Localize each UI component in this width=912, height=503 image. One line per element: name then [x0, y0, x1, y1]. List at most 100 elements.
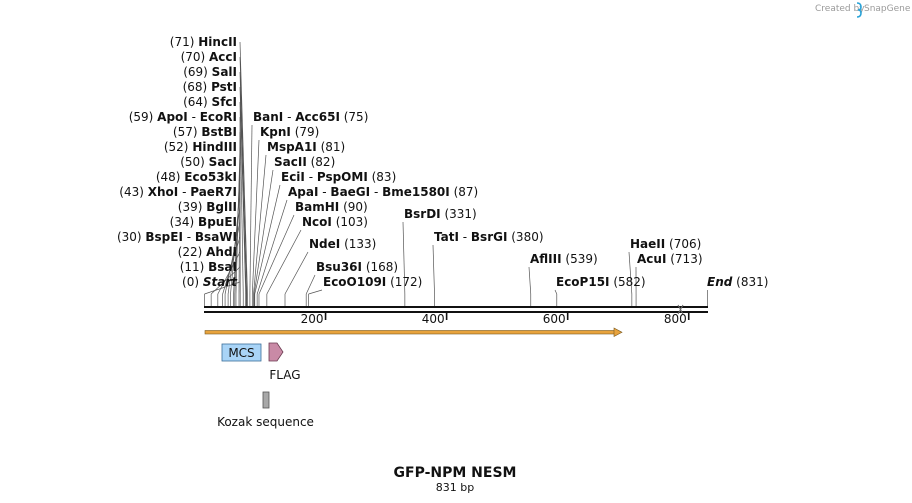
enzyme-name: End	[707, 275, 733, 289]
enzyme-name: TatI	[434, 230, 459, 244]
site-label-right: AflIII (539)	[530, 252, 598, 266]
site-position: (81)	[317, 140, 345, 154]
leader-line	[224, 221, 241, 295]
snapgene-logo-icon	[856, 2, 862, 18]
site-position: (103)	[332, 215, 368, 229]
leader-line	[256, 199, 288, 295]
site-position: (713)	[666, 252, 702, 266]
enzyme-name: BamHI	[295, 200, 339, 214]
site-label-left: (50) SacI	[180, 155, 237, 169]
enzyme-name: AflIII	[530, 252, 562, 266]
site-label-right: EcoP15I (582)	[556, 275, 646, 289]
enzyme-name: BaeGI	[330, 185, 370, 199]
site-position: (52)	[164, 140, 192, 154]
enzyme-name: EcoP15I	[556, 275, 610, 289]
enzyme-name: EciI	[281, 170, 305, 184]
enzyme-name: HincII	[198, 35, 237, 49]
site-labels: (71) HincII(70) AccI(69) SalI(68) PstI(6…	[117, 35, 769, 289]
site-label-right: NcoI (103)	[302, 215, 368, 229]
leader-line	[432, 244, 435, 295]
leader-lines	[204, 41, 708, 306]
site-position: (83)	[368, 170, 396, 184]
site-label-right: EcoO109I (172)	[323, 275, 422, 289]
site-position: (539)	[562, 252, 598, 266]
site-position: (582)	[610, 275, 646, 289]
site-position: (57)	[173, 125, 201, 139]
enzyme-name: AhdI	[206, 245, 237, 259]
enzyme-name: Bsu36I	[316, 260, 362, 274]
site-position: (82)	[307, 155, 335, 169]
enzyme-name: PstI	[211, 80, 237, 94]
site-label-left: (71) HincII	[170, 35, 237, 49]
leader-line	[284, 251, 309, 295]
site-position: (172)	[386, 275, 422, 289]
mcs-label: MCS	[228, 346, 254, 360]
enzyme-name: PspOMI	[317, 170, 368, 184]
site-label-right: MspA1I (81)	[267, 140, 345, 154]
enzyme-name: Eco53kI	[184, 170, 237, 184]
site-label-left: (0) Start	[182, 275, 238, 289]
site-label-left: (59) ApoI - EcoRI	[129, 110, 237, 124]
leader-line	[253, 154, 267, 295]
site-position: (30)	[117, 230, 145, 244]
leader-line	[254, 184, 281, 295]
enzyme-name: SalI	[212, 65, 237, 79]
backbone-strand-top	[204, 306, 708, 308]
leader-line	[628, 251, 633, 295]
site-position: (43)	[119, 185, 147, 199]
leader-line	[249, 124, 253, 295]
site-label-right: EciI - PspOMI (83)	[281, 170, 396, 184]
enzyme-name: SacI	[209, 155, 237, 169]
site-label-right: Bsu36I (168)	[316, 260, 398, 274]
site-label-right: TatI - BsrGI (380)	[434, 230, 544, 244]
leader-line	[217, 251, 241, 295]
site-label-right: ApaI - BaeGI - Bme1580I (87)	[288, 185, 478, 199]
enzyme-name: BglII	[206, 200, 237, 214]
site-position: (34)	[170, 215, 198, 229]
leader-line	[528, 266, 532, 295]
site-position: (22)	[178, 245, 206, 259]
site-label-left: (52) HindIII	[164, 140, 237, 154]
leader-line	[251, 139, 260, 295]
credit-text: Created by	[815, 4, 865, 14]
site-position: (168)	[362, 260, 398, 274]
site-label-left: (48) Eco53kI	[156, 170, 237, 184]
flag-feature: FLAG	[268, 342, 301, 382]
leader-line	[554, 289, 558, 295]
leader-line	[239, 41, 248, 295]
leader-line	[239, 86, 247, 295]
site-label-left: (69) SalI	[183, 65, 237, 79]
site-position: (70)	[181, 50, 209, 64]
site-position: (331)	[441, 207, 477, 221]
site-label-right: SacII (82)	[274, 155, 335, 169]
site-label-left: (11) BsaI	[180, 260, 237, 274]
site-label-right: AcuI (713)	[637, 252, 703, 266]
map-title: GFP-NPM NESM	[394, 465, 517, 481]
site-label-left: (34) BpuEI	[170, 215, 237, 229]
enzyme-name: BanI	[253, 110, 283, 124]
site-label-left: (39) BglII	[178, 200, 237, 214]
site-position: (87)	[450, 185, 478, 199]
leader-line	[239, 71, 247, 295]
enzyme-name: NcoI	[302, 215, 332, 229]
site-position: (831)	[732, 275, 768, 289]
site-position: (50)	[180, 155, 208, 169]
leader-line	[266, 229, 302, 295]
site-position: (69)	[183, 65, 211, 79]
backbone-strand-bottom	[204, 311, 708, 313]
enzyme-name: BsrGI	[471, 230, 508, 244]
brand-text: SnapGene	[864, 4, 911, 14]
site-label-left: (22) AhdI	[178, 245, 237, 259]
enzyme-name: KpnI	[260, 125, 291, 139]
site-label-left: (68) PstI	[183, 80, 237, 94]
enzyme-name: HaeII	[630, 237, 665, 251]
site-label-right: BamHI (90)	[295, 200, 368, 214]
site-position: (90)	[339, 200, 367, 214]
leader-line	[222, 236, 241, 295]
enzyme-name: BstBI	[201, 125, 237, 139]
site-position: (706)	[665, 237, 701, 251]
site-label-right: HaeII (706)	[630, 237, 701, 251]
enzyme-name: ApaI	[288, 185, 318, 199]
